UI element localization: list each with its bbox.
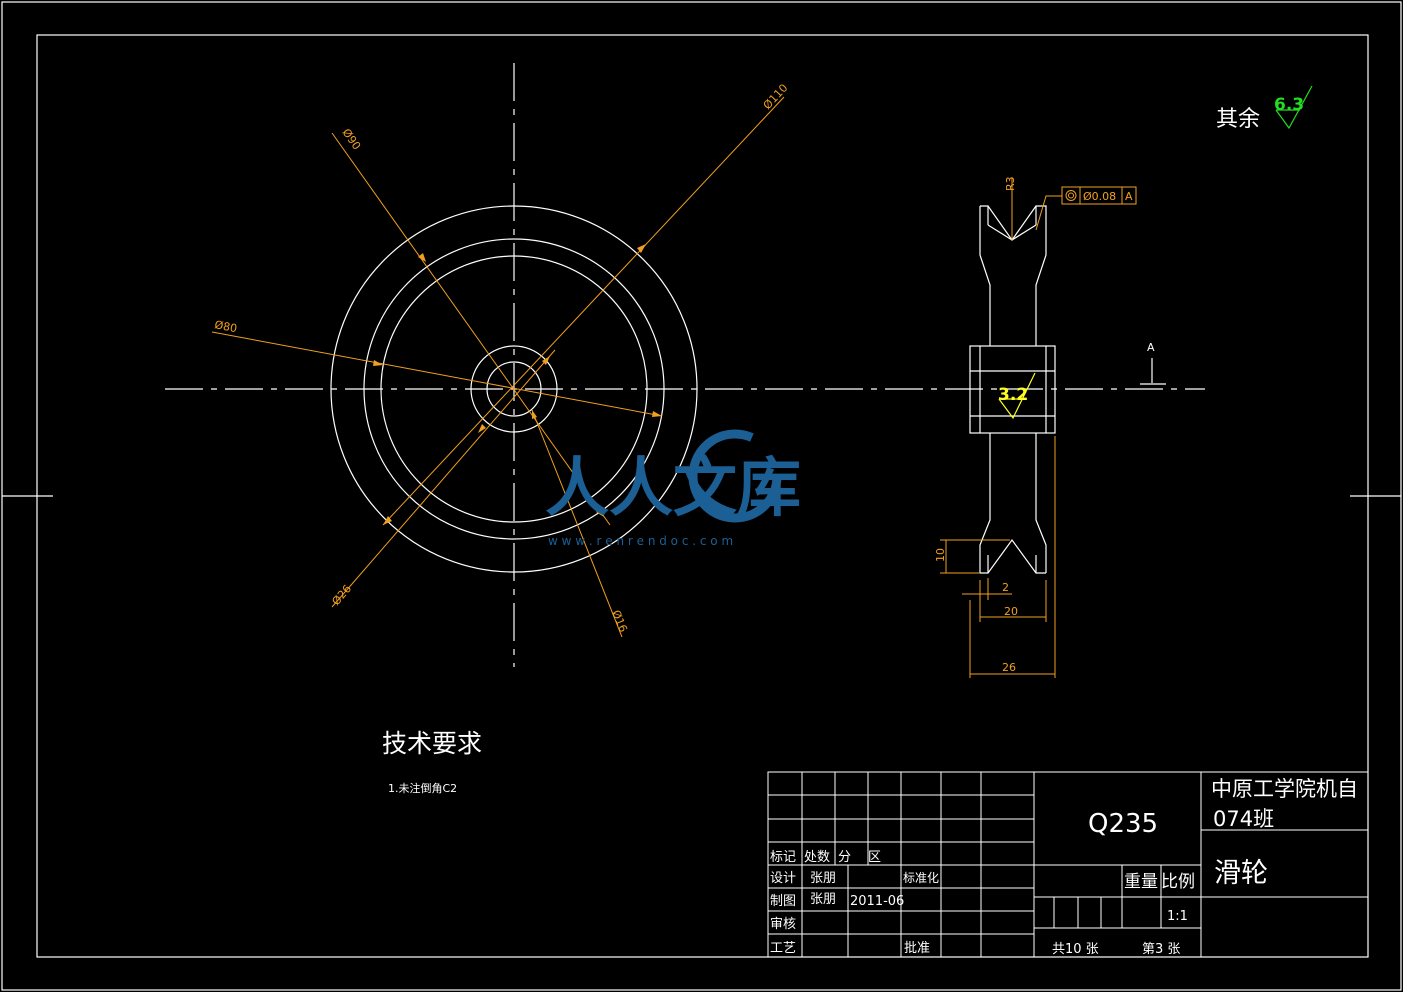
watermark-url: w w w . r e n r e n d o c . c o m <box>548 534 733 548</box>
leader-d16 <box>531 409 623 638</box>
leader-d90 <box>331 132 611 526</box>
hub-section <box>969 345 1056 434</box>
watermark: 人人文库 w w w . r e n r e n d o c . c o m <box>545 429 801 548</box>
circle-d110 <box>330 205 698 573</box>
leader-d110 <box>382 96 785 526</box>
tech-requirements: 技术要求 1.未注倒角C2 <box>382 729 482 795</box>
tb-draw-name: 张朋 <box>810 892 836 907</box>
tb-count: 处数 <box>804 850 830 865</box>
datum-label: A <box>1147 341 1155 354</box>
surface-finish: 其余 6.3 3.2 <box>998 85 1313 420</box>
tb-material: Q235 <box>1088 809 1158 839</box>
front-view <box>165 63 1205 667</box>
side-view <box>969 205 1056 574</box>
tb-scale: 1:1 <box>1167 909 1188 924</box>
other-finish-value: 6.3 <box>1274 95 1304 115</box>
circle-d16 <box>486 361 542 417</box>
tb-div: 分 <box>838 850 851 865</box>
finish-symbol-icon <box>1275 85 1313 130</box>
hub-finish-value: 3.2 <box>998 385 1028 405</box>
tb-draw-date: 2011-06 <box>850 894 904 909</box>
front-dimensions: Ø110 Ø90 Ø80 Ø26 Ø16 <box>211 81 791 638</box>
circle-d80 <box>380 255 648 523</box>
tb-total-sheets: 共10 张 <box>1052 942 1099 957</box>
watermark-logo-icon <box>688 429 782 523</box>
dim-w26: 26 <box>1002 661 1016 674</box>
watermark-text: 人人文库 <box>545 452 801 526</box>
tb-approve-label: 批准 <box>904 941 930 956</box>
side-dimensions: R3 26 20 2 10 Ø0.08 A A <box>934 176 1166 678</box>
other-finish-label: 其余 <box>1216 107 1260 132</box>
tech-req-title: 技术要求 <box>382 729 482 758</box>
tb-part-name: 滑轮 <box>1214 858 1268 889</box>
tb-scale-label: 比例 <box>1161 872 1195 892</box>
tb-design-label: 设计 <box>770 871 796 886</box>
tb-design-name: 张朋 <box>810 871 836 886</box>
tb-check-label: 审核 <box>770 917 796 932</box>
tb-sheet-no: 第3 张 <box>1142 942 1180 957</box>
tb-draw-label: 制图 <box>770 894 796 909</box>
tb-mark: 标记 <box>770 850 796 865</box>
tech-req-item: 1.未注倒角C2 <box>388 781 457 795</box>
tolerance-frame <box>1061 186 1137 205</box>
tb-standard-label: 标准化 <box>903 871 939 885</box>
leader-d26 <box>331 349 556 608</box>
concentricity-icon <box>1065 190 1077 201</box>
tolerance-datum: A <box>1125 190 1133 203</box>
dim-w20: 20 <box>1004 605 1018 618</box>
dim-r3: R3 <box>1004 176 1017 191</box>
dim-d80: Ø80 <box>213 318 238 335</box>
circle-d26 <box>470 345 558 433</box>
tb-class: 074班 <box>1213 807 1274 831</box>
tb-weight-label: 重量 <box>1124 872 1158 892</box>
dim-d16: Ø16 <box>609 608 630 634</box>
tb-process-label: 工艺 <box>770 941 796 956</box>
title-block: 标记 处数 分 区 设计 张朋 标准化 制图 张朋 2011-06 审核 工艺 … <box>767 771 1369 958</box>
leader-d80 <box>211 331 663 417</box>
tolerance-value: Ø0.08 <box>1083 190 1116 203</box>
circle-d90 <box>363 238 665 540</box>
dim-d110: Ø110 <box>761 81 791 112</box>
hub-finish-symbol-icon <box>998 372 1036 420</box>
tb-zone: 区 <box>868 850 881 865</box>
tb-school: 中原工学院机自 <box>1211 777 1358 801</box>
dim-h10: 10 <box>934 548 947 562</box>
dim-w2: 2 <box>1002 581 1009 594</box>
